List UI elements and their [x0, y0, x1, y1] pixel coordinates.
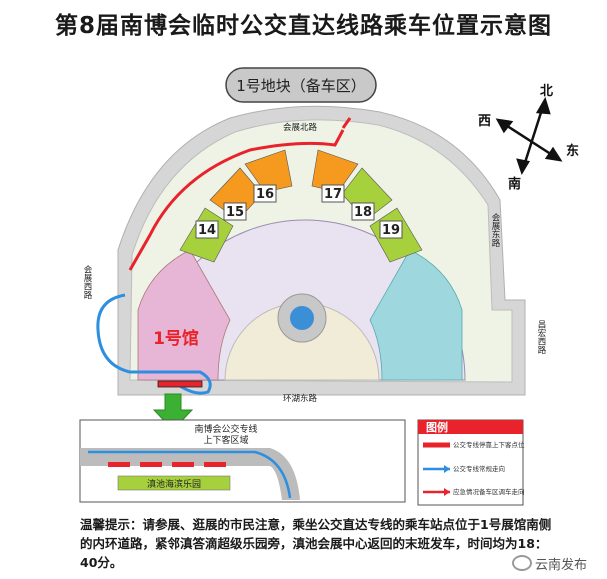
inset-stop-1 — [108, 462, 130, 467]
block-1-label: 1号地块（备车区） — [236, 77, 366, 95]
legend-title: 图例 — [426, 420, 448, 434]
hall-17-label: 17 — [324, 187, 342, 202]
inset-line1: 南博会公交专线 — [194, 423, 257, 435]
hall-16-label: 16 — [256, 187, 274, 202]
inset-park-label: 滇池海滨乐园 — [147, 478, 201, 490]
legend-item-1: 公交专线停靠上下客点位 — [453, 440, 525, 449]
inset-line2: 上下客区域 — [203, 434, 248, 446]
blue-route — [96, 293, 212, 395]
compass-east: 东 — [566, 143, 579, 159]
legend-header — [418, 420, 523, 434]
plaza-pool — [290, 306, 314, 330]
road-changhong: 昌宏西路 — [536, 320, 546, 355]
red-route — [128, 129, 345, 271]
compass-south: 南 — [508, 176, 521, 192]
compass-west: 西 — [478, 114, 491, 129]
inset-stop-4 — [204, 462, 226, 467]
inset-road-curve — [270, 448, 300, 500]
red-route-tail — [341, 117, 352, 129]
bus-stop-bar — [157, 380, 203, 388]
hall-15-label: 15 — [226, 205, 244, 220]
road-north: 会展北路 — [283, 122, 318, 133]
hall-18-label: 18 — [354, 205, 372, 220]
hall-labels: 14 15 16 17 18 19 — [195, 184, 403, 239]
hall-14-label: 14 — [198, 223, 216, 238]
legend-item-3: 应急情况备车区调车走向 — [453, 487, 525, 496]
road-ring-east: 环湖东路 — [283, 393, 318, 404]
hall-16 — [244, 149, 293, 193]
legend-red-arrowhead — [444, 488, 450, 496]
inset-park-bar — [117, 475, 231, 491]
legend-item-2: 公交专线常规走向 — [453, 464, 505, 473]
inset-stop-2 — [140, 462, 162, 467]
hall-1-label: 1号馆 — [153, 328, 199, 349]
road-east: 会展东路 — [490, 212, 500, 248]
block-1-pill — [225, 67, 377, 103]
watermark: 云南发布 — [512, 554, 587, 573]
footnote: 温馨提示：请参展、逛展的市民注意，乘坐公交直达专线的乘车站点位于1号展馆南侧的内… — [80, 517, 552, 570]
road-west: 会展西路 — [82, 264, 92, 300]
hall-19-label: 19 — [382, 223, 400, 238]
road-labels: 会展北路 环湖东路 会展西路 会展东路 昌宏西路 — [82, 122, 546, 404]
weibo-icon — [512, 555, 532, 571]
compass-north: 北 — [540, 84, 553, 99]
page-title: 第8届南博会临时公交直达线路乘车位置示意图 — [54, 13, 552, 39]
legend-blue-arrowhead — [444, 465, 450, 473]
inset-blue-route — [88, 450, 292, 499]
compass-labels: 北 南 东 西 — [478, 84, 579, 192]
inset-stop-3 — [172, 462, 194, 467]
watermark-text: 云南发布 — [535, 558, 588, 573]
compass — [495, 96, 563, 175]
